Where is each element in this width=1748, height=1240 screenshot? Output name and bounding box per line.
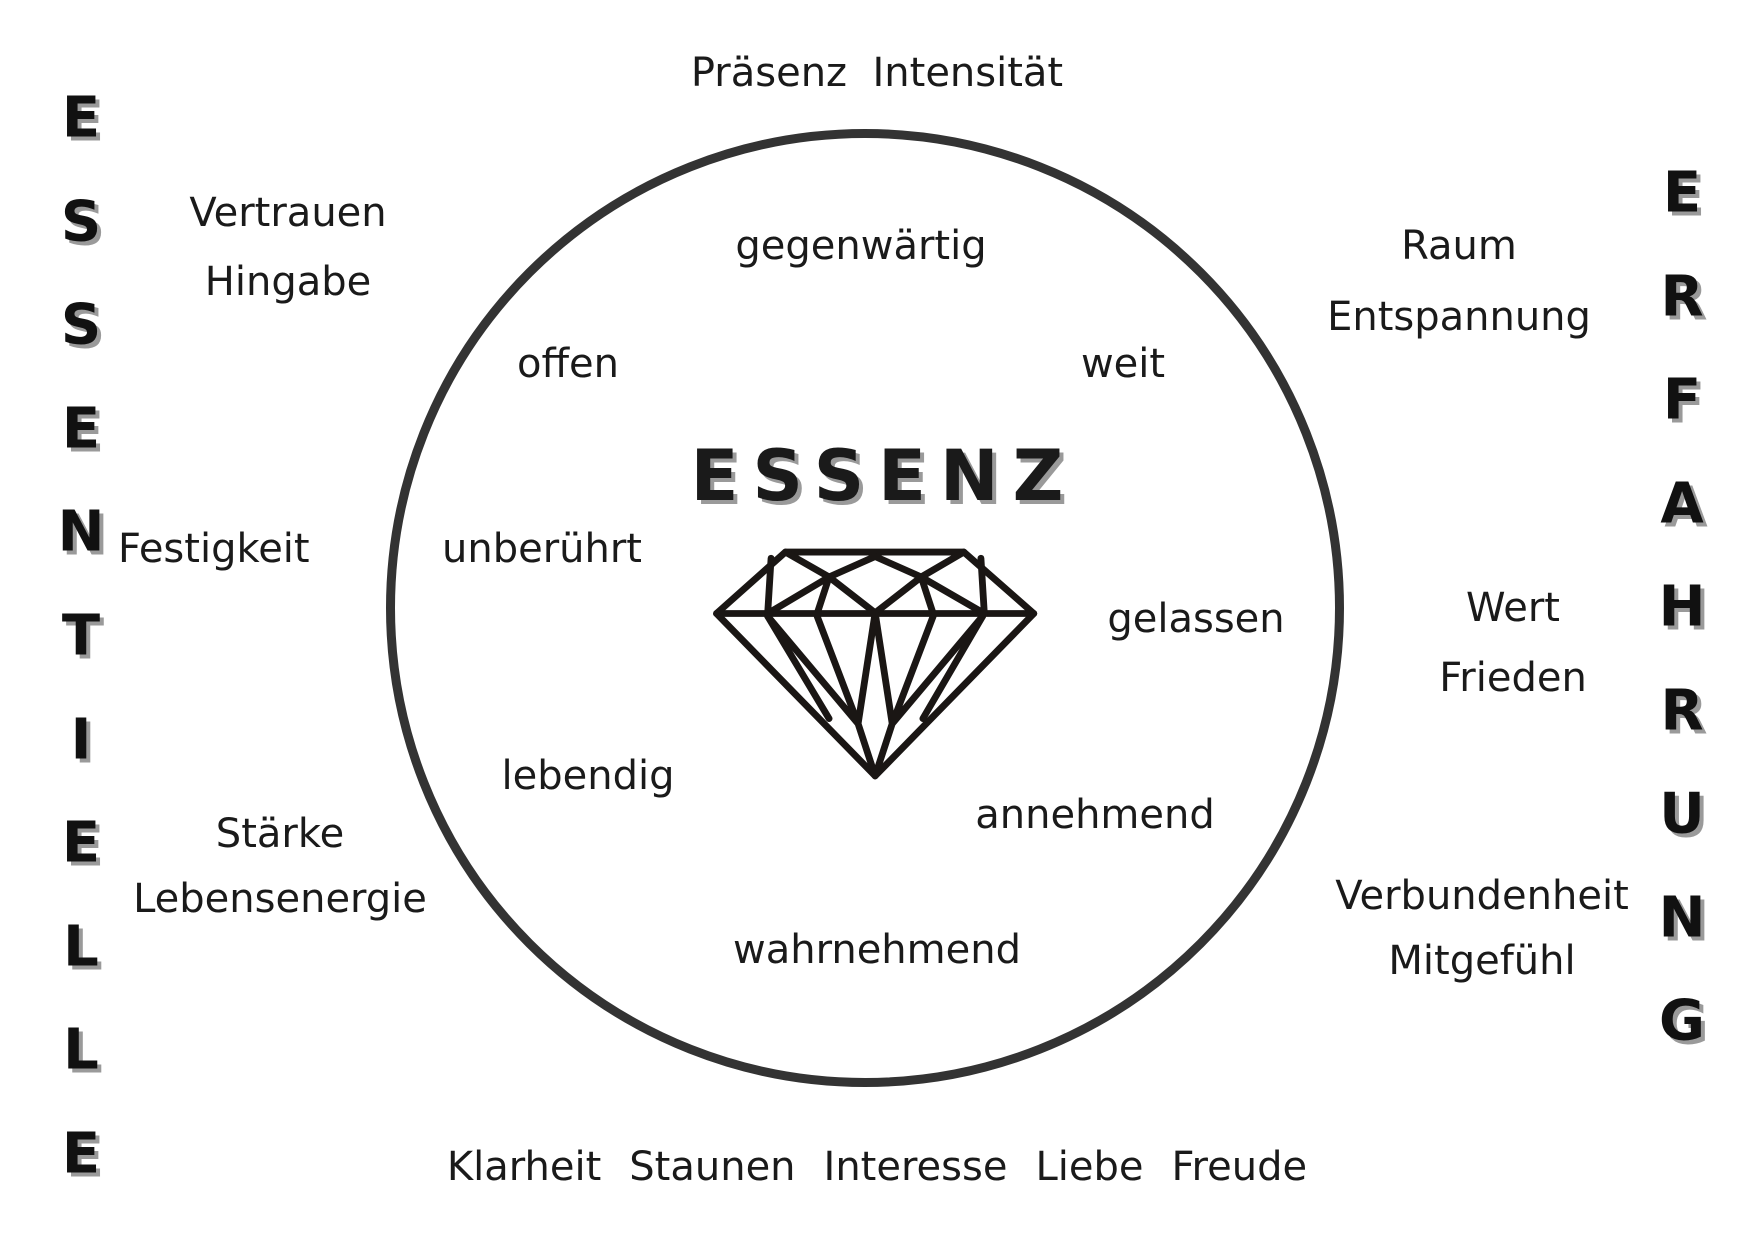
word-praesenz: Präsenz <box>690 50 848 96</box>
vertical-letter: U <box>1659 781 1705 847</box>
word-offen: offen <box>517 341 619 387</box>
vertical-letter: I <box>70 707 92 773</box>
word-staerke: Stärke <box>215 811 345 857</box>
word-gegenwaertig: gegenwärtig <box>735 223 987 269</box>
word-annehmend: annehmend <box>975 792 1215 838</box>
word-festigkeit: Festigkeit <box>118 526 310 572</box>
word-lebendig: lebendig <box>501 753 675 799</box>
word-weit: weit <box>1080 341 1166 387</box>
word-lebensenergie: Lebensenergie <box>133 876 427 922</box>
word-hingabe: Hingabe <box>204 259 372 305</box>
word-freude: Freude <box>1171 1144 1308 1190</box>
vertical-letter: N <box>1658 885 1706 950</box>
vertical-letter: F <box>1662 367 1702 433</box>
vertical-letter: E <box>61 396 101 462</box>
word-vertrauen: Vertrauen <box>189 190 387 236</box>
vertical-letter: L <box>63 1017 99 1083</box>
vertical-letter: A <box>1660 471 1704 536</box>
word-intensitaet: Intensität <box>872 50 1064 96</box>
word-wert: Wert <box>1466 585 1560 631</box>
vertical-letter: R <box>1660 264 1704 329</box>
word-raum: Raum <box>1401 223 1517 269</box>
vertical-letter: E <box>61 810 101 876</box>
word-liebe: Liebe <box>1035 1144 1144 1190</box>
vertical-letter: H <box>1658 574 1706 640</box>
word-gelassen: gelassen <box>1107 596 1285 642</box>
word-unberuehrt: unberührt <box>442 526 642 572</box>
vertical-letter: E <box>1662 160 1702 226</box>
word-klarheit: Klarheit <box>446 1144 602 1190</box>
word-wahrnehmend: wahrnehmend <box>733 927 1021 973</box>
vertical-letter: L <box>63 914 99 980</box>
vertical-letter: E <box>61 85 101 151</box>
word-entspannung: Entspannung <box>1327 294 1591 340</box>
word-staunen: Staunen <box>629 1144 796 1190</box>
vertical-letter: T <box>61 603 101 669</box>
center-title: ESSENZ <box>690 435 1078 517</box>
vertical-letter: S <box>60 292 102 358</box>
word-frieden: Frieden <box>1439 655 1587 701</box>
bottom-words: Klarheit Staunen Interesse Liebe Freude <box>433 1144 1321 1190</box>
vertical-letter: G <box>1659 988 1705 1054</box>
top-words: Präsenz Intensität <box>691 50 1063 96</box>
vertical-letter: S <box>60 189 102 255</box>
vertical-letter: R <box>1660 678 1704 743</box>
word-interesse: Interesse <box>823 1144 1008 1190</box>
diamond-icon <box>713 548 1038 780</box>
word-mitgefuehl: Mitgefühl <box>1388 938 1576 984</box>
vertical-letter: E <box>61 1121 101 1187</box>
essence-circle <box>386 129 1344 1087</box>
vertical-letter: N <box>57 499 105 565</box>
word-verbundenheit: Verbundenheit <box>1335 873 1629 919</box>
